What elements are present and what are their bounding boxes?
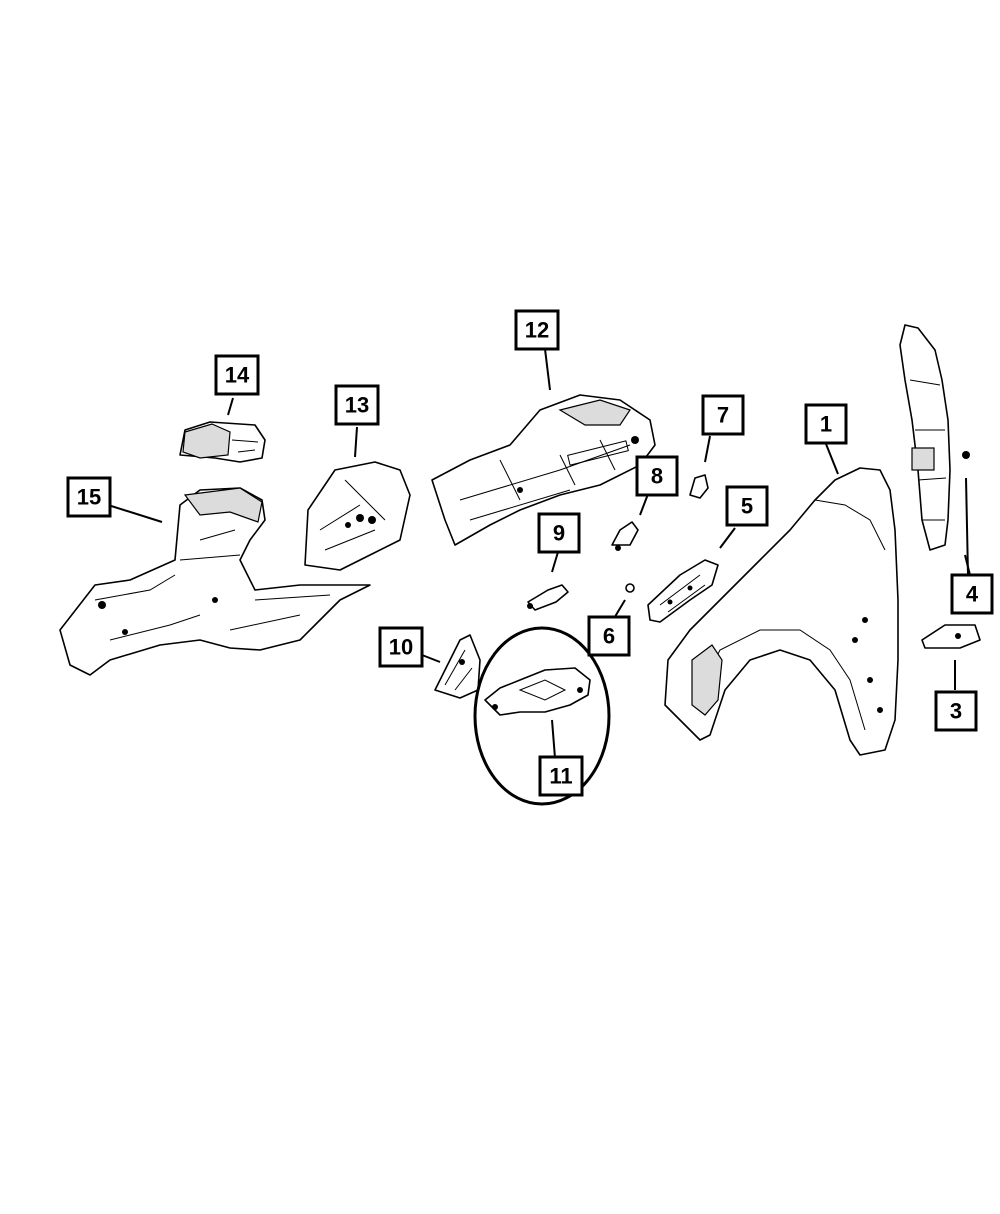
callout-9: 9 [537,512,581,554]
part-13-wheelhouse-panel [304,461,411,571]
part-7-clip [689,474,709,499]
callout-11: 11 [538,755,584,797]
callout-3: 3 [934,690,978,732]
svg-text:6: 6 [603,624,615,649]
svg-text:8: 8 [651,464,663,489]
leader-lines [107,348,971,759]
svg-text:7: 7 [717,403,729,428]
svg-text:3: 3 [950,699,962,724]
part-3-plate [921,624,981,649]
callout-10: 10 [378,626,424,668]
part-12-inner-fender-panel [431,394,656,546]
callout-14: 14 [214,354,260,396]
callout-15: 15 [66,476,112,518]
callout-8: 8 [635,455,679,497]
callout-13: 13 [334,384,380,426]
part-5-fender-support [647,559,719,623]
svg-text:12: 12 [525,318,549,343]
highlight-ellipse [473,626,611,806]
part-4-pillar-reinforcement [899,324,970,551]
callout-4: 4 [950,573,994,615]
callout-12: 12 [514,309,560,351]
part-15-front-rail-assembly [59,487,371,676]
svg-text:4: 4 [966,582,979,607]
svg-text:14: 14 [225,363,250,388]
callout-1: 1 [804,403,848,445]
callout-6: 6 [587,615,631,657]
part-8-clip-bracket [611,521,639,551]
callout-7: 7 [701,394,745,436]
part-10-bracket [434,634,481,699]
part-6-fastener [625,583,635,593]
svg-text:1: 1 [820,412,832,437]
svg-text:15: 15 [77,485,101,510]
svg-text:5: 5 [741,494,753,519]
svg-text:13: 13 [345,393,369,418]
svg-text:10: 10 [389,635,413,660]
part-1-front-fender [664,467,899,756]
part-9-small-bracket [527,584,569,611]
svg-text:11: 11 [549,764,572,789]
part-14-shock-tower-cap [179,421,266,463]
callout-5: 5 [725,485,769,527]
svg-text:9: 9 [553,521,565,546]
part-11-bracket [484,667,591,716]
